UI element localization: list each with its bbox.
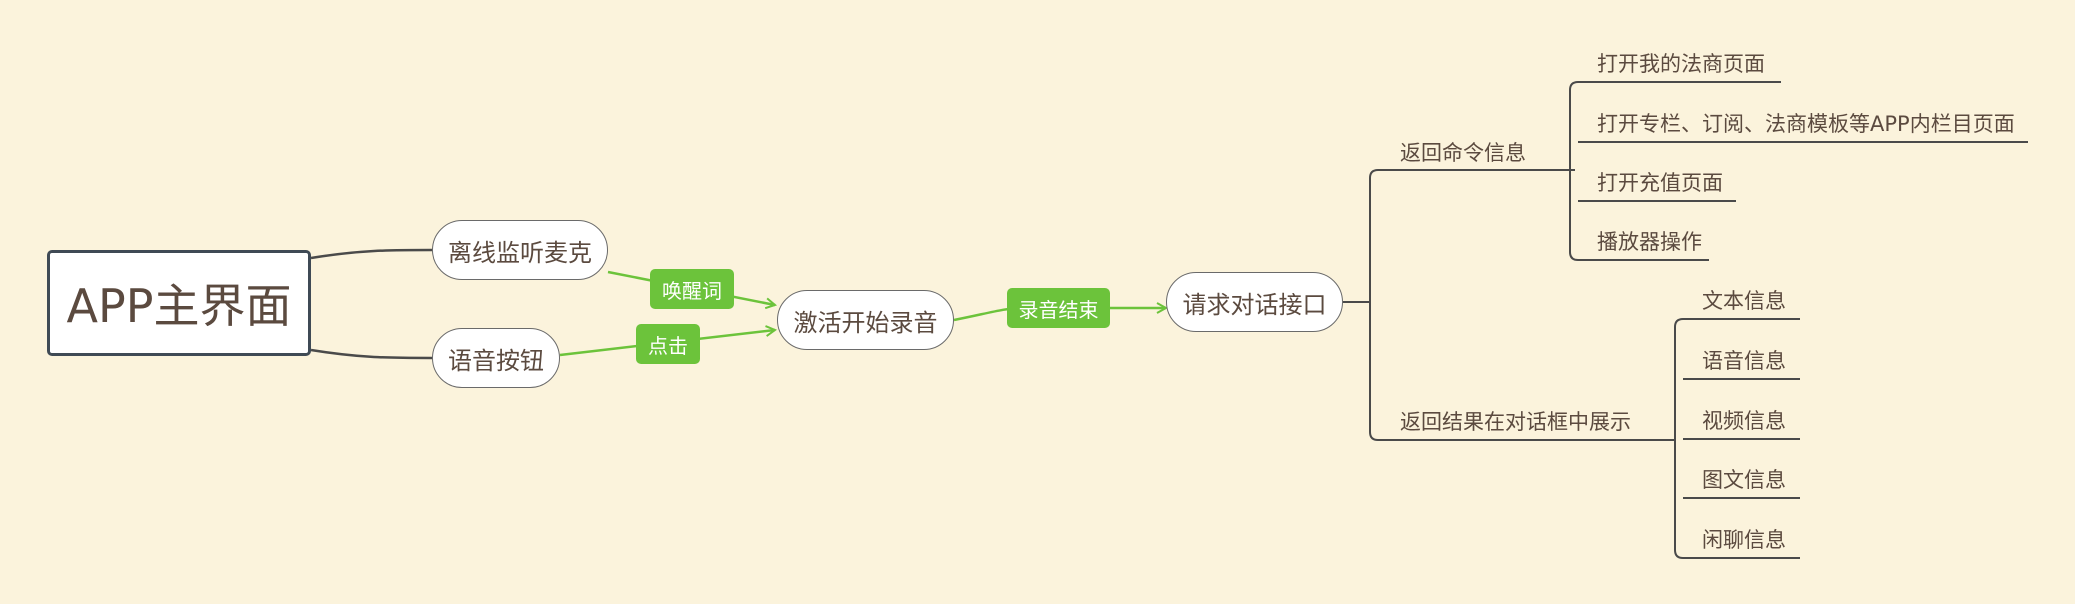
- bracket-command-items: [1569, 81, 1579, 261]
- result-branch-title[interactable]: 返回结果在对话框中展示: [1400, 410, 1631, 434]
- command-item-legal-business-page[interactable]: 打开我的法商页面: [1597, 52, 1765, 76]
- command-branch-title[interactable]: 返回命令信息: [1400, 141, 1526, 165]
- connector-root-offline: [310, 248, 433, 260]
- command-item-recharge-page[interactable]: 打开充值页面: [1597, 171, 1723, 195]
- underline-result-items: [1683, 318, 1800, 559]
- request-dialog-node[interactable]: 请求对话接口: [1166, 272, 1343, 332]
- connector-root-button: [310, 348, 433, 360]
- root-node[interactable]: APP主界面: [47, 250, 311, 356]
- command-item-column-pages[interactable]: 打开专栏、订阅、法商模板等APP内栏目页面: [1597, 112, 2015, 136]
- result-item-image-text[interactable]: 图文信息: [1702, 468, 1786, 492]
- offline-listen-node[interactable]: 离线监听麦克: [432, 220, 608, 280]
- connector-request-trunk: [1343, 169, 1379, 441]
- result-item-text[interactable]: 文本信息: [1702, 289, 1786, 313]
- command-item-player-control[interactable]: 播放器操作: [1597, 230, 1702, 254]
- voice-button-node[interactable]: 语音按钮: [432, 328, 560, 388]
- wake-word-tag[interactable]: 唤醒词: [650, 269, 734, 309]
- underline-command-items: [1578, 81, 2028, 261]
- result-item-voice[interactable]: 语音信息: [1702, 349, 1786, 373]
- record-end-tag[interactable]: 录音结束: [1007, 288, 1110, 328]
- result-item-video[interactable]: 视频信息: [1702, 409, 1786, 433]
- bracket-result-items: [1670, 318, 1684, 559]
- click-tag[interactable]: 点击: [636, 324, 700, 364]
- result-item-chat[interactable]: 闲聊信息: [1702, 528, 1786, 552]
- activate-recording-node[interactable]: 激活开始录音: [777, 290, 954, 350]
